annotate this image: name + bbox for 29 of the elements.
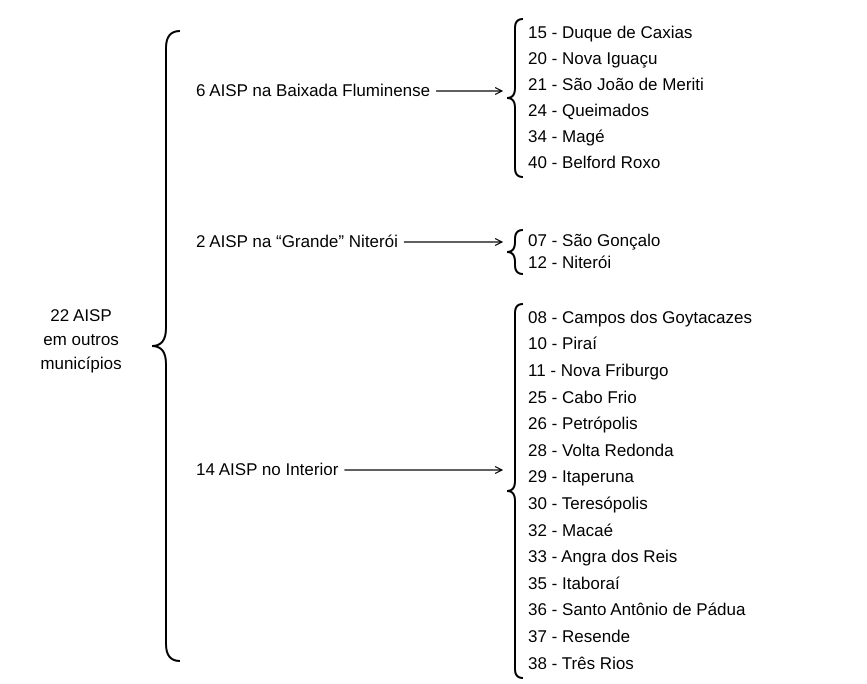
list-item: 11 - Nova Friburgo <box>528 360 670 382</box>
list-item: 08 - Campos dos Goytacazes <box>528 306 752 329</box>
list-item: 24 - Queimados <box>528 100 650 122</box>
list-item: 38 - Três Rios <box>528 652 635 675</box>
list-item: 30 - Teresópolis <box>528 493 649 515</box>
list-item: 10 - Piraí <box>528 333 598 356</box>
list-item: 21 - São João de Meriti <box>528 74 704 96</box>
list-item: 36 - Santo Antônio de Pádua <box>528 599 746 622</box>
arrow <box>344 466 503 474</box>
list-item: 28 - Volta Redonda <box>528 440 675 462</box>
group-label: 14 AISP no Interior <box>196 459 338 482</box>
list-item: 25 - Cabo Frio <box>528 386 638 409</box>
list-item: 07 - São Gonçalo <box>528 230 660 252</box>
list-item: 40 - Belford Roxo <box>528 152 662 174</box>
group-label: 2 AISP na “Grande” Niterói <box>196 231 398 254</box>
arrow <box>404 238 503 246</box>
list-item: 32 - Macaé <box>528 520 614 542</box>
list-item: 35 - Itaboraí <box>528 572 621 595</box>
list-item: 20 - Nova Iguaçu <box>528 48 658 70</box>
list-item: 33 - Angra dos Reis <box>528 546 678 568</box>
list-item: 26 - Petrópolis <box>528 413 639 436</box>
list-item: 37 - Resende <box>528 626 632 648</box>
list-item: 34 - Magé <box>528 126 606 148</box>
list-item: 15 - Duque de Caxias <box>528 22 694 44</box>
list-item: 29 - Itaperuna <box>528 466 635 488</box>
group-label: 6 AISP na Baixada Fluminense <box>196 80 430 102</box>
list-item: 12 - Niterói <box>528 252 612 274</box>
arrow <box>436 86 503 96</box>
category-label: 22 AISP em outros municípios <box>39 305 123 375</box>
